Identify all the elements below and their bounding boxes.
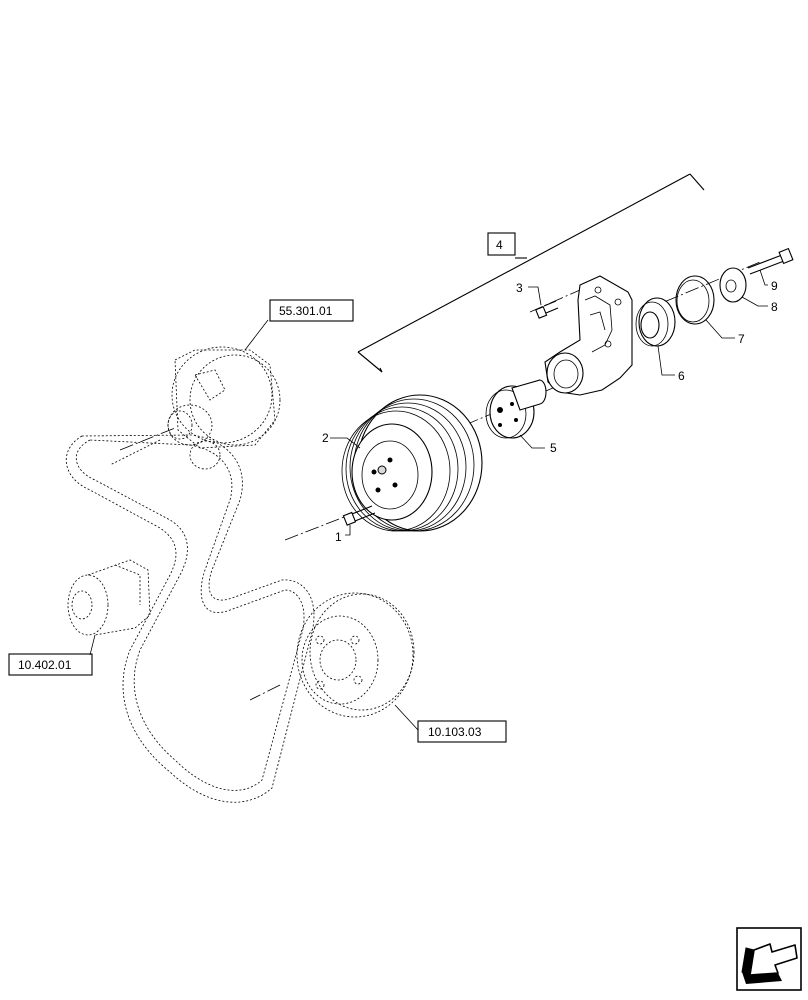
crankshaft-damper[interactable]	[296, 592, 415, 718]
long-bolt[interactable]	[747, 247, 794, 275]
arrow-icon[interactable]	[736, 927, 802, 991]
ref-damper[interactable]: 10.103.03	[417, 720, 507, 743]
pulley[interactable]	[341, 394, 483, 532]
assembly-bracket-line	[357, 173, 705, 373]
ref-alternator[interactable]: 55.301.01	[269, 299, 354, 322]
housing-bolt[interactable]	[535, 300, 559, 319]
pulley-bolt[interactable]	[342, 505, 376, 526]
callout-1[interactable]: 1	[335, 530, 342, 544]
leader-lines	[89, 269, 768, 731]
belt-tensioner[interactable]	[67, 559, 151, 636]
svg-text:10.402.01: 10.402.01	[18, 658, 72, 672]
hub[interactable]	[485, 379, 547, 439]
washer[interactable]	[719, 267, 747, 303]
serpentine-belt	[65, 434, 315, 803]
callout-9[interactable]: 9	[771, 279, 778, 293]
alternator[interactable]	[109, 346, 281, 470]
callout-4-box[interactable]: 4	[487, 232, 516, 256]
svg-text:55.301.01: 55.301.01	[279, 304, 333, 318]
callout-2[interactable]: 2	[322, 431, 329, 445]
svg-text:4: 4	[496, 238, 503, 252]
bearing-housing[interactable]	[544, 275, 633, 396]
bearing[interactable]	[635, 297, 676, 347]
svg-text:10.103.03: 10.103.03	[428, 725, 482, 739]
callout-7[interactable]: 7	[738, 332, 745, 346]
callout-3[interactable]: 3	[516, 281, 523, 295]
ref-tensioner[interactable]: 10.402.01	[8, 653, 93, 676]
snap-ring[interactable]	[675, 275, 715, 325]
callout-8[interactable]: 8	[771, 300, 778, 314]
callouts: 1 2 3 5 6 7 8 9	[322, 279, 778, 544]
callout-6[interactable]: 6	[678, 369, 685, 383]
callout-5[interactable]: 5	[550, 441, 557, 455]
